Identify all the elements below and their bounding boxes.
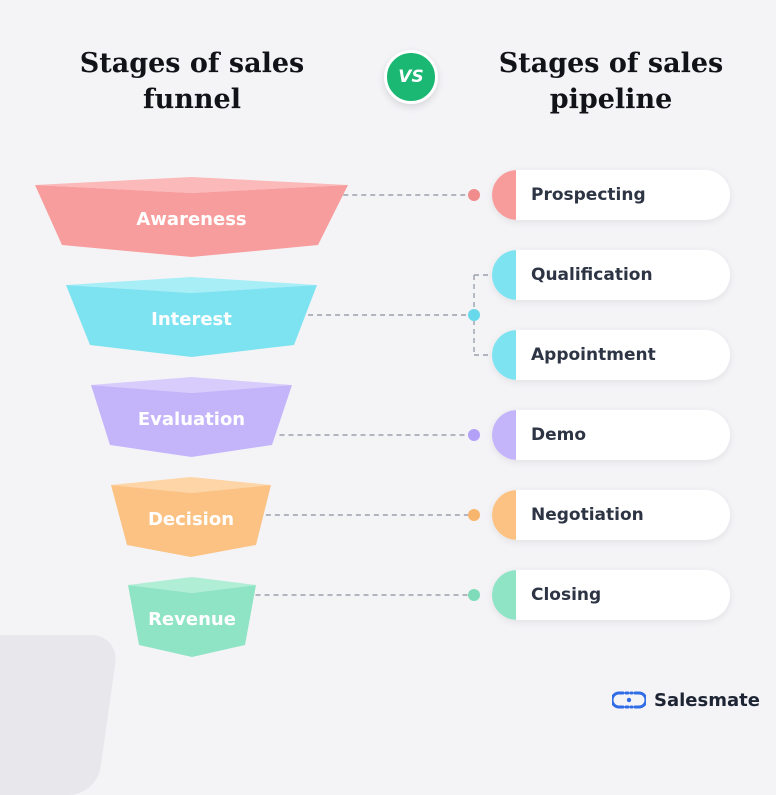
connector-dot (468, 589, 480, 601)
connector-dot (468, 429, 480, 441)
pipeline-stage-label: Prospecting (531, 185, 646, 205)
salesmate-logo-icon (612, 691, 646, 709)
pipeline-title: Stages of sales pipeline (498, 48, 724, 115)
funnel-layer-decision (111, 485, 271, 557)
pipeline-stage-closing: Closing (492, 570, 730, 620)
pipeline-stage-negotiation: Negotiation (492, 490, 730, 540)
funnel-label-revenue: Revenue (148, 609, 236, 630)
funnel-title: Stages of sales funnel (79, 48, 305, 115)
funnel-layers: AwarenessInterestEvaluationDecisionReven… (35, 177, 348, 657)
pipeline-stage-appointment: Appointment (492, 330, 730, 380)
funnel-layer-awareness (35, 185, 348, 257)
pipeline-stage-prospecting: Prospecting (492, 170, 730, 220)
pipeline-stage-label: Qualification (531, 265, 653, 285)
brand-name: Salesmate (654, 689, 760, 711)
pipeline-stage-qualification: Qualification (492, 250, 730, 300)
pipeline-stage-label: Closing (531, 585, 602, 605)
pipeline-stage-label: Appointment (531, 345, 656, 365)
vs-badge: VS (384, 50, 438, 104)
funnel-label-interest: Interest (151, 309, 232, 330)
connector-lines (255, 189, 492, 601)
pipeline-stage-demo: Demo (492, 410, 730, 460)
funnel-label-evaluation: Evaluation (138, 409, 245, 430)
funnel-layer-interest (66, 285, 317, 357)
funnel-layer-evaluation (91, 385, 292, 457)
pipeline-stage-label: Negotiation (531, 505, 644, 525)
funnel-diagram: AwarenessInterestEvaluationDecisionReven… (35, 177, 492, 657)
connector-dot (468, 189, 480, 201)
funnel-label-decision: Decision (148, 509, 234, 530)
funnel-layer-revenue (128, 585, 256, 657)
connector-dot (468, 509, 480, 521)
funnel-label-awareness: Awareness (136, 209, 246, 230)
brand-logo: Salesmate (612, 686, 760, 714)
connector-dot (468, 309, 480, 321)
pipeline-stage-label: Demo (531, 425, 587, 445)
